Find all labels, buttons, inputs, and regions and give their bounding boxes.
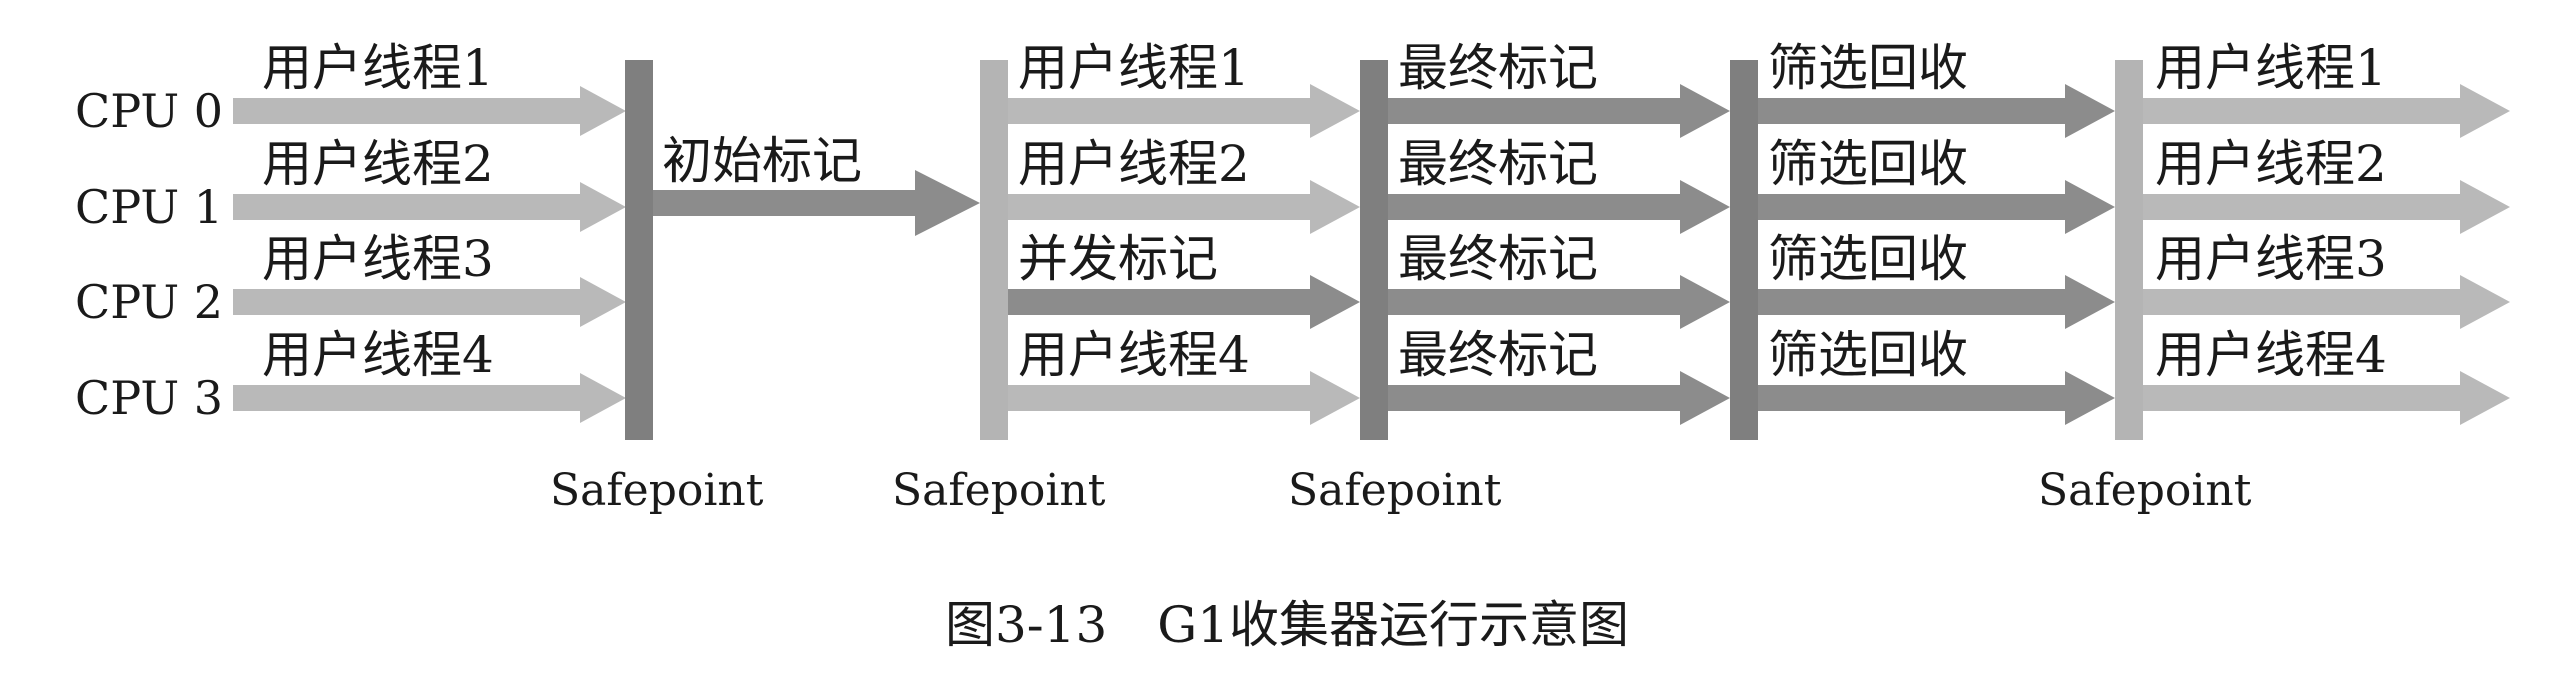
arrow-final-mark-1 <box>1388 84 1730 138</box>
arrow-end-user-thread-4 <box>2143 371 2510 425</box>
arrow-end-user-thread-1 <box>2143 84 2510 138</box>
user-thread-label-3: 用户线程3 <box>262 230 494 288</box>
stage-final-mark: 最终标记 最终标记 最终标记 最终标记 <box>1360 39 1730 440</box>
arrow-concurrent-user-thread-2 <box>1008 180 1360 234</box>
arrow-end-user-thread-3 <box>2143 275 2510 329</box>
concurrent-label-4: 用户线程4 <box>1018 326 1250 384</box>
arrow-concurrent-user-thread-1 <box>1008 84 1360 138</box>
final-mark-label-3: 最终标记 <box>1398 230 1598 288</box>
end-user-thread-label-1: 用户线程1 <box>2155 39 2387 97</box>
stage-concurrent: 用户线程1 用户线程2 并发标记 用户线程4 <box>980 39 1360 440</box>
cpu-label-3: CPU 3 <box>75 371 223 425</box>
user-thread-label-1: 用户线程1 <box>262 39 494 97</box>
concurrent-mark-label: 并发标记 <box>1018 230 1218 288</box>
evacuation-label-2: 筛选回收 <box>1768 135 1968 193</box>
stage-initial-mark: 初始标记 <box>625 60 980 440</box>
safepoint-bar-2 <box>980 60 1008 440</box>
safepoint-label-4: Safepoint <box>2038 465 2252 516</box>
stage-user-threads-end: 用户线程1 用户线程2 用户线程3 用户线程4 <box>2115 39 2510 440</box>
initial-mark-label: 初始标记 <box>662 132 862 190</box>
stage-user-threads-start: 用户线程1 用户线程2 用户线程3 用户线程4 <box>233 39 626 423</box>
stage-evacuation: 筛选回收 筛选回收 筛选回收 筛选回收 <box>1730 39 2115 440</box>
safepoint-bar-4 <box>2115 60 2143 440</box>
safepoint-label-2: Safepoint <box>892 465 1106 516</box>
arrow-evacuation-1 <box>1758 84 2115 138</box>
safepoint-bar-3 <box>1360 60 1388 440</box>
safepoint-label-1: Safepoint <box>550 465 764 516</box>
safepoint-label-3: Safepoint <box>1288 465 1502 516</box>
arrow-user-thread-4 <box>233 373 626 423</box>
arrow-end-user-thread-2 <box>2143 180 2510 234</box>
figure-caption: 图3-13 G1收集器运行示意图 <box>945 596 1629 654</box>
end-user-thread-label-4: 用户线程4 <box>2155 326 2387 384</box>
final-mark-label-4: 最终标记 <box>1398 326 1598 384</box>
user-thread-label-4: 用户线程4 <box>262 326 494 384</box>
arrow-initial-mark <box>653 170 980 236</box>
concurrent-label-1: 用户线程1 <box>1018 39 1250 97</box>
arrow-evacuation-4 <box>1758 371 2115 425</box>
arrow-evacuation-2 <box>1758 180 2115 234</box>
safepoint-bar-1 <box>625 60 653 440</box>
final-mark-label-1: 最终标记 <box>1398 39 1598 97</box>
cpu-label-2: CPU 2 <box>75 275 223 329</box>
evacuation-label-3: 筛选回收 <box>1768 230 1968 288</box>
arrow-user-thread-2 <box>233 182 626 232</box>
arrow-final-mark-3 <box>1388 275 1730 329</box>
evacuation-bar <box>1730 60 1758 440</box>
evacuation-label-4: 筛选回收 <box>1768 326 1968 384</box>
arrow-concurrent-user-thread-4 <box>1008 371 1360 425</box>
arrow-final-mark-2 <box>1388 180 1730 234</box>
evacuation-label-1: 筛选回收 <box>1768 39 1968 97</box>
cpu-label-0: CPU 0 <box>75 84 223 138</box>
user-thread-label-2: 用户线程2 <box>262 135 494 193</box>
concurrent-label-2: 用户线程2 <box>1018 135 1250 193</box>
cpu-label-1: CPU 1 <box>75 180 223 234</box>
end-user-thread-label-3: 用户线程3 <box>2155 230 2387 288</box>
arrow-concurrent-mark <box>1008 275 1360 329</box>
final-mark-label-2: 最终标记 <box>1398 135 1598 193</box>
arrow-evacuation-3 <box>1758 275 2115 329</box>
arrow-user-thread-1 <box>233 86 626 136</box>
arrow-user-thread-3 <box>233 277 626 327</box>
arrow-final-mark-4 <box>1388 371 1730 425</box>
end-user-thread-label-2: 用户线程2 <box>2155 135 2387 193</box>
